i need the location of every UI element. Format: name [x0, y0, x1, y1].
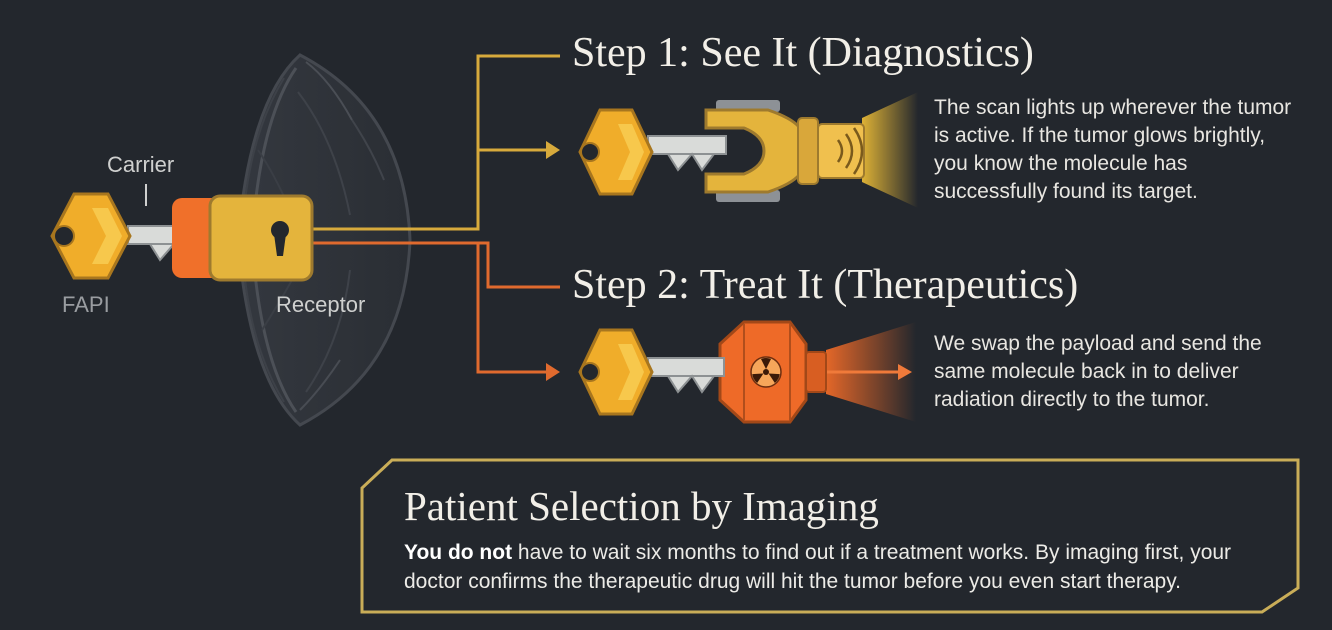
step2-description: We swap the payload and send the same mo… [934, 332, 1262, 411]
panel-frame [360, 458, 1300, 614]
radiation-icon [750, 356, 782, 388]
arrowhead-step2 [546, 363, 560, 381]
panel-body: You do not have to wait six months to fi… [404, 538, 1284, 596]
step2-key [718, 320, 916, 424]
carrier-label: Carrier [107, 152, 175, 177]
arrowhead-step1 [546, 141, 560, 159]
receptor-label: Receptor [276, 292, 366, 317]
main-key [50, 184, 314, 282]
step1-key [578, 92, 918, 208]
connector-lines [312, 54, 560, 374]
panel-body-lead: You do not [404, 541, 513, 564]
step1-description: The scan lights up wherever the tumor is… [934, 96, 1292, 203]
fapi-label: FAPI [62, 292, 110, 317]
panel-body-rest: have to wait six months to find out if a… [404, 541, 1232, 593]
step1-title: Step 1: See It (Diagnostics) [572, 30, 1034, 76]
receptor-shield [236, 53, 412, 427]
step2-title: Step 2: Treat It (Therapeutics) [572, 262, 1079, 308]
step2-key-shaft [578, 328, 725, 416]
panel-title: Patient Selection by Imaging [404, 483, 879, 529]
